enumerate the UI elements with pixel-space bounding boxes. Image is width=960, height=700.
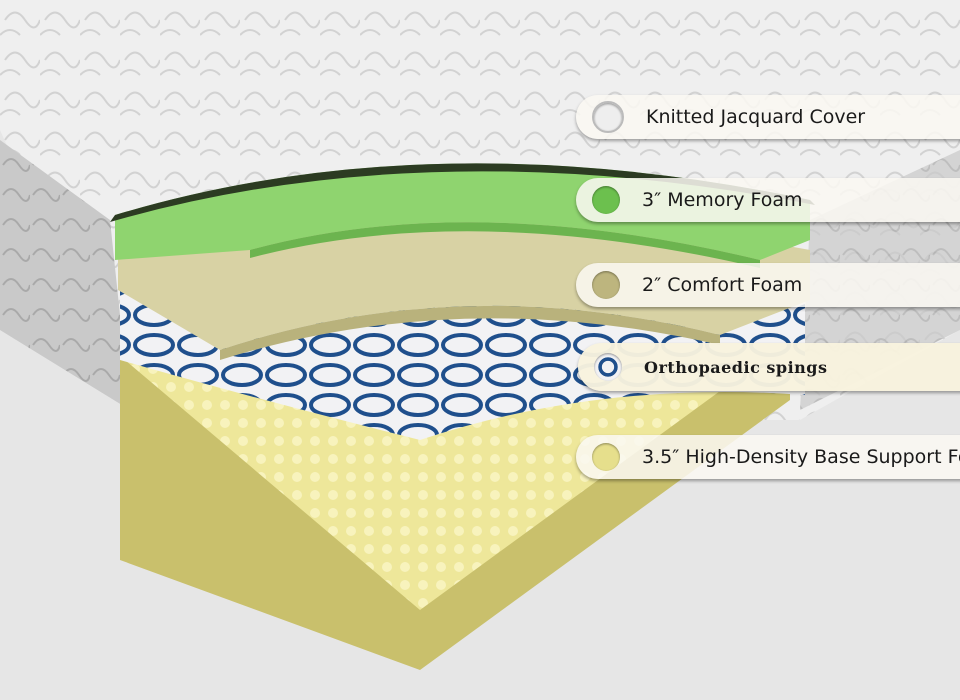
memory-foam-swatch-icon bbox=[592, 186, 620, 214]
mattress-side-panel bbox=[0, 140, 130, 410]
label-memory-foam: 3″ Memory Foam bbox=[576, 178, 960, 222]
comfort-foam-layer bbox=[118, 215, 810, 350]
comfort-foam-swatch-icon bbox=[592, 271, 620, 299]
cover-swatch-icon bbox=[592, 101, 624, 133]
label-comfort-foam: 2″ Comfort Foam bbox=[576, 263, 960, 307]
label-knitted-jacquard-cover: Knitted Jacquard Cover bbox=[576, 95, 960, 139]
base-foam-swatch-icon bbox=[592, 443, 620, 471]
label-base-support-foam: 3.5″ High-Density Base Support Foam bbox=[576, 435, 960, 479]
spring-swatch-icon bbox=[594, 353, 622, 381]
label-orthopaedic-springs: Orthopaedic spings bbox=[578, 343, 960, 391]
